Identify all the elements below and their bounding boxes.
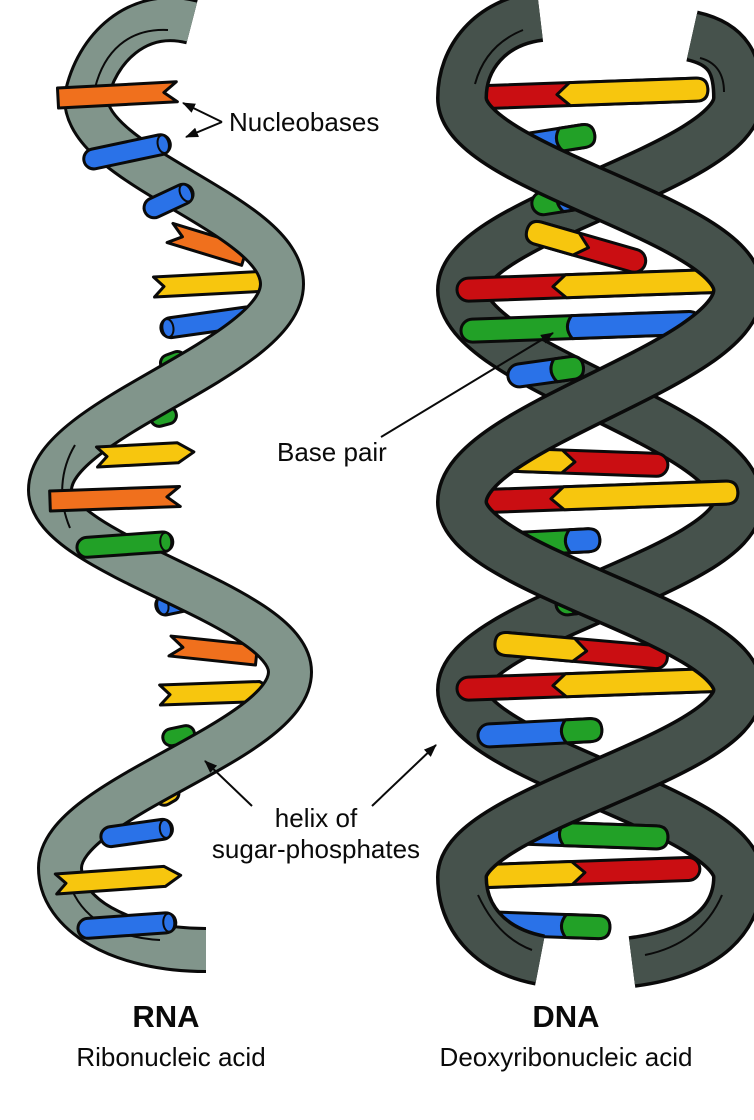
rna-base-blue	[142, 182, 195, 220]
rna-base-orange	[48, 484, 182, 513]
rna-helix	[50, 19, 290, 950]
rna-ribbon-fold-line	[61, 444, 76, 529]
dna-subtitle: Deoxyribonucleic acid	[440, 1042, 693, 1072]
rna-subtitle: Ribonucleic acid	[76, 1042, 265, 1072]
rna-base-yellow	[94, 441, 196, 469]
dna-pair-red-yellow	[455, 479, 740, 515]
dna-pair-blue-green	[506, 354, 585, 389]
helix-label-line2: sugar-phosphates	[212, 834, 420, 864]
helix-arrow-left	[204, 760, 253, 807]
helix-label-line1: helix of	[275, 803, 358, 833]
dna-helix	[457, 16, 739, 962]
dna-pair-red-yellow	[456, 76, 710, 111]
rna-base-green	[75, 530, 175, 559]
dna-back-ribbon	[462, 36, 738, 962]
nucleobases-label: Nucleobases	[229, 107, 379, 137]
dna-pair-yellow-red	[493, 630, 669, 671]
rna-base-yellow	[53, 864, 183, 896]
rna-ribbon-fold-line	[94, 28, 169, 89]
rna-base-blue	[99, 817, 174, 849]
base-pair-label: Base pair	[277, 437, 387, 467]
nucleobases-arrow-lower	[185, 121, 223, 138]
dna-pair-blue-green	[476, 717, 604, 749]
rna-base-blue	[76, 911, 178, 940]
dna-ribbon-fold-line	[644, 894, 723, 956]
dna-ribbon-fold-line	[474, 29, 524, 85]
rna-base-orange	[55, 80, 179, 110]
annotations: Nucleobases Base pair helix of sugar-pho…	[182, 102, 554, 864]
dna-ribbon-fold-line	[477, 894, 533, 951]
helix-arrow-right	[371, 744, 437, 807]
rna-base-blue	[82, 133, 172, 171]
dna-pair-yellow-red	[524, 219, 648, 274]
dna-ribbon-fold-line	[699, 57, 725, 93]
dna-title: DNA	[532, 999, 599, 1034]
nucleobases-arrow-upper	[182, 102, 223, 123]
rna-title: RNA	[132, 999, 199, 1034]
rna-bases-front-of-ribbon	[48, 80, 196, 940]
dna-front-ribbon	[462, 16, 738, 960]
base-pair-arrow	[380, 332, 554, 438]
captions: RNA Ribonucleic acid DNA Deoxyribonuclei…	[76, 999, 692, 1072]
